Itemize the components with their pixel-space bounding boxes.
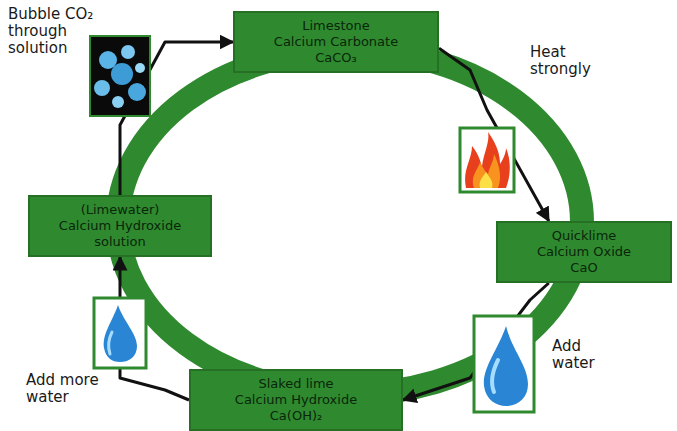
box-text: solution	[94, 234, 145, 250]
box-text: (Limewater)	[81, 202, 160, 218]
box-text: Limestone	[302, 18, 370, 34]
process-box: Slaked limeCalcium HydroxideCa(OH)₂	[189, 369, 403, 431]
cycle-arrow	[120, 42, 233, 195]
box-text: CaO	[570, 260, 597, 276]
process-box: QuicklimeCalcium OxideCaO	[496, 221, 672, 283]
box-text: Slaked lime	[258, 376, 333, 392]
box-text: CaCO₃	[315, 50, 357, 66]
bubbles-icon	[90, 36, 150, 116]
step-label: Bubble CO₂ through solution	[8, 6, 104, 57]
fire-icon	[460, 128, 514, 192]
box-text: Calcium Carbonate	[274, 34, 398, 50]
step-label: Add water	[552, 338, 622, 372]
box-text: Calcium Hydroxide	[235, 392, 357, 408]
box-text: Calcium Hydroxide	[59, 218, 181, 234]
box-text: Calcium Oxide	[537, 244, 631, 260]
process-box: (Limewater)Calcium Hydroxidesolution	[28, 195, 212, 257]
water-drop-icon	[474, 316, 534, 412]
process-box: LimestoneCalcium CarbonateCaCO₃	[233, 11, 439, 73]
box-text: Ca(OH)₂	[270, 408, 322, 424]
step-label: Add more water	[26, 372, 116, 406]
box-text: Quicklime	[552, 228, 617, 244]
step-label: Heat strongly	[530, 44, 620, 78]
small-drop-icon	[94, 298, 146, 368]
